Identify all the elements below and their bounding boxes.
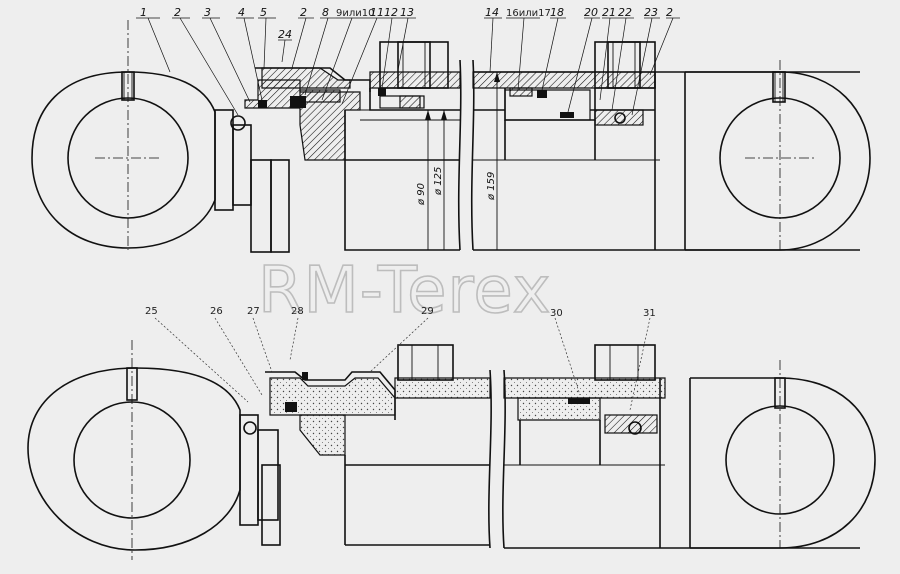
callout-22: 22 bbox=[618, 6, 632, 19]
callout-16-17: 16или17 bbox=[506, 8, 551, 19]
cap-eye-right bbox=[685, 60, 871, 251]
callout-12: 12 bbox=[384, 6, 398, 19]
callout-5: 5 bbox=[260, 6, 267, 19]
callout-27: 27 bbox=[247, 306, 260, 317]
callout-11: 11 bbox=[370, 6, 384, 19]
callout-24: 24 bbox=[278, 28, 292, 41]
callout-26: 26 bbox=[210, 306, 223, 317]
callout-30: 30 bbox=[550, 308, 563, 319]
top-section-view: ø 90 ø 125 ø 159 bbox=[31, 20, 871, 253]
callout-13: 13 bbox=[400, 6, 414, 19]
dimension-d90: ø 90 bbox=[416, 183, 427, 206]
callout-31: 31 bbox=[643, 308, 656, 319]
callout-21: 21 bbox=[602, 6, 616, 19]
callout-3: 3 bbox=[204, 6, 211, 19]
callout-20: 20 bbox=[584, 6, 598, 19]
callout-4: 4 bbox=[238, 6, 245, 19]
dimension-d125: ø 125 bbox=[433, 167, 444, 196]
dimension-d159: ø 159 bbox=[486, 172, 497, 201]
rod-eye-left bbox=[31, 20, 216, 250]
callout-2c: 2 bbox=[666, 6, 673, 19]
callout-28: 28 bbox=[291, 306, 304, 317]
watermark: RM-Terex bbox=[258, 254, 552, 328]
cap-eye-right-bottom bbox=[690, 360, 876, 549]
callout-2b: 2 bbox=[300, 6, 307, 19]
top-callouts: 1 2 3 4 5 2 8 9или10 11 12 13 14 16или17… bbox=[136, 6, 680, 116]
callout-23: 23 bbox=[644, 6, 658, 19]
callout-8: 8 bbox=[322, 6, 329, 19]
callout-29: 29 bbox=[421, 306, 434, 317]
callout-14: 14 bbox=[485, 6, 499, 19]
bottom-callouts: 25 26 27 28 29 30 31 bbox=[145, 306, 656, 411]
callout-2: 2 bbox=[174, 6, 181, 19]
callout-18: 18 bbox=[550, 6, 564, 19]
bottom-section-view bbox=[27, 340, 876, 560]
callout-1: 1 bbox=[140, 6, 147, 19]
callout-9-10: 9или10 bbox=[336, 8, 374, 19]
callout-25: 25 bbox=[145, 306, 158, 317]
rod-eye-left-bottom bbox=[27, 340, 241, 560]
